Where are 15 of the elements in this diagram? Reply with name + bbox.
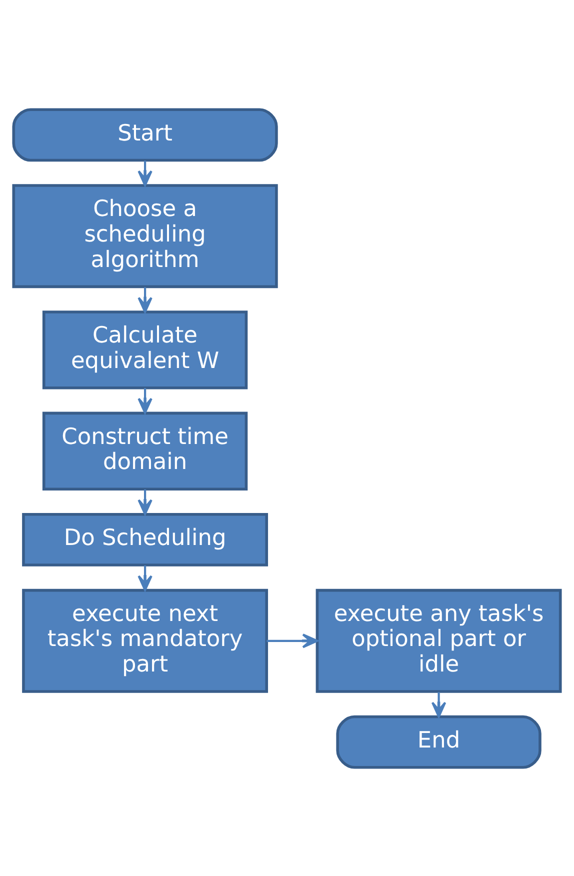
node-box: execute next task's mandatory part [22, 588, 268, 692]
node-box: execute any task's optional part or idle [316, 588, 562, 692]
node-box: Calculate equivalent W [42, 310, 248, 389]
arrow [138, 388, 152, 414]
node-box: Do Scheduling [22, 512, 268, 566]
node-box: Start [12, 108, 278, 162]
arrow [138, 488, 152, 515]
arrow [266, 633, 318, 648]
arrow [138, 160, 152, 186]
arrow [431, 692, 446, 718]
node-box: End [336, 714, 542, 768]
node-box: Construct time domain [42, 411, 248, 490]
arrow [138, 564, 152, 591]
node-box: Choose a scheduling algorithm [12, 184, 278, 288]
arrow [138, 286, 152, 312]
